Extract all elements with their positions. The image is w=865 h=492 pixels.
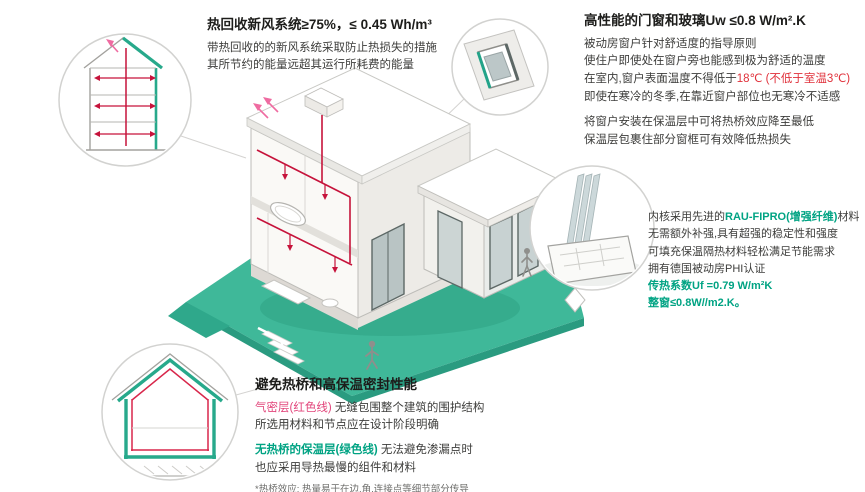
airtight-layer-label: 气密层(红色线) — [255, 401, 332, 414]
airflow-arrow-icons — [282, 174, 338, 273]
profile-body-text: 材料 — [837, 211, 860, 223]
hrv-body-line: 带热回收的的新风系统采取防止热损失的措施 — [207, 41, 437, 54]
window-corner-illustration — [463, 29, 535, 101]
window-body-line: 即使在寒冷的冬季,在靠近窗户部位也无寒冷不适感 — [584, 91, 841, 104]
raufipro-highlight: RAU-FIPRO(增强纤维) — [725, 211, 838, 223]
window-annotation: 高性能的门窗和玻璃Uw ≤0.8 W/m².K 被动房窗户针对舒适度的指导原则 … — [584, 12, 850, 151]
window-body-line: 在室内,窗户表面温度不得低于18℃ (不低于室温3℃) — [584, 72, 850, 87]
profile-body-line: 可填充保温隔热材料轻松满足节能需求 — [648, 245, 835, 258]
profile-body-text: 内核采用先进的 — [648, 211, 725, 223]
profile-body-line: 内核采用先进的RAU-FIPRO(增强纤维)材料 — [648, 210, 859, 224]
detail-circle-profile — [529, 165, 655, 291]
hrv-duct-lines — [256, 115, 353, 267]
window-body-line: 使住户即使处在窗户旁也能感到极为舒适的温度 — [584, 55, 826, 68]
thermal-title: 避免热桥和高保温密封性能 — [255, 377, 417, 392]
thermal-annotation: 避免热桥和高保温密封性能 气密层(红色线) 无缝包围整个建筑的围护结构 所选用材… — [255, 376, 484, 492]
thermal-footnote: *热桥效应: 热量易于在边,角,连接点等细节部分传导 — [255, 484, 469, 492]
hrv-body-line: 其所节约的能量远超其运行所耗费的能量 — [207, 59, 414, 72]
profile-body-line: 无需额外补强,具有超强的稳定性和强度 — [648, 228, 839, 241]
exhaust-arrow-icons — [253, 97, 279, 119]
thermal-body-line: 气密层(红色线) 无缝包围整个建筑的围护结构 — [255, 401, 484, 416]
u-value-line: 传热系数Uf =0.79 W/m²K — [648, 280, 773, 293]
u-value-line: 整窗≤0.8W//m2.K。 — [648, 297, 746, 310]
window-body-line: 保温层包裹住部分窗框可有效降低热损失 — [584, 134, 791, 147]
hrv-rooftop-unit — [304, 87, 344, 118]
temperature-highlight: 18℃ (不低于室温3℃) — [736, 73, 851, 86]
detail-circle-window-corner — [451, 18, 549, 116]
tree — [564, 287, 586, 313]
detail-circle-hrv — [58, 33, 192, 167]
profile-annotation: 内核采用先进的RAU-FIPRO(增强纤维)材料 无需额外补强,具有超强的稳定性… — [648, 210, 859, 314]
thermal-body-text: 无法避免渗漏点时 — [377, 444, 473, 457]
thermal-bridge-section-illustration — [104, 353, 236, 477]
window-body-line: 将窗户安装在保温层中可将热桥效应降至最低 — [584, 116, 814, 129]
detail-circle-thermal — [101, 343, 239, 481]
thermal-body-line: 无热桥的保温层(绿色线) 无法避免渗漏点时 — [255, 443, 484, 458]
platform-steps — [257, 326, 305, 365]
thermal-body-line: 所选用材料和节点应在设计阶段明确 — [255, 419, 439, 432]
person-figure — [365, 340, 379, 370]
window-profile-illustration — [537, 173, 647, 286]
hrv-section-illustration — [83, 36, 166, 151]
window-body-text: 在室内,窗户表面温度不得低于 — [584, 73, 737, 86]
hrv-annotation: 热回收新风系统≥75%，≤ 0.45 Wh/m³ 带热回收的的新风系统采取防止热… — [207, 16, 437, 76]
thermal-body-line: 也应采用导热最慢的组件和材料 — [255, 462, 416, 475]
profile-body-line: 拥有德国被动房PHI认证 — [648, 262, 766, 275]
window-body-line: 被动房窗户针对舒适度的指导原则 — [584, 37, 757, 50]
hrv-title: 热回收新风系统≥75%，≤ 0.45 Wh/m³ — [207, 17, 432, 32]
thermal-body-text: 无缝包围整个建筑的围护结构 — [331, 401, 485, 414]
person-figure — [521, 248, 533, 277]
house-interior — [260, 201, 339, 308]
window-title: 高性能的门窗和玻璃Uw ≤0.8 W/m².K — [584, 13, 806, 28]
insulation-layer-label: 无热桥的保温层(绿色线) — [255, 444, 378, 457]
